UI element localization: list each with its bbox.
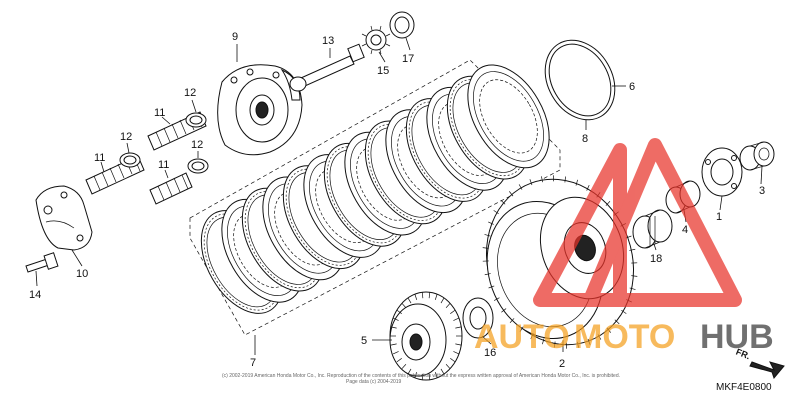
callout-17: 17	[402, 53, 414, 65]
watermark-logo: AUTO MOTO HUB	[474, 138, 774, 356]
diagram-code: MKF4E0800	[716, 382, 772, 393]
leader-lines	[35, 37, 763, 355]
callout-14: 14	[29, 289, 41, 301]
callout-16: 16	[484, 347, 496, 359]
watermark-text-moto: MOTO	[574, 318, 675, 356]
copyright-line-1: (c) 2002-2019 American Honda Motor Co., …	[222, 373, 620, 379]
callout-13: 13	[322, 35, 334, 47]
needle-bearing-part	[632, 209, 673, 249]
washer-part-12c	[187, 158, 209, 174]
thrust-washer-part	[462, 297, 494, 339]
callout-5: 5	[361, 335, 367, 347]
callout-3: 3	[759, 185, 765, 197]
callout-9: 9	[232, 31, 238, 43]
callout-1: 1	[716, 211, 722, 223]
callout-12c: 12	[191, 139, 203, 151]
callout-10: 10	[76, 268, 88, 280]
clutch-center-part	[389, 291, 463, 381]
watermark-text-auto: AUTO	[474, 318, 570, 356]
washer-part-12b	[119, 152, 141, 168]
collar-part-3	[739, 141, 775, 171]
callout-11c: 11	[158, 159, 169, 171]
callout-7: 7	[250, 357, 256, 369]
washer-part-17	[389, 11, 415, 39]
callout-8: 8	[582, 133, 588, 145]
callout-11b: 11	[94, 152, 105, 164]
judder-spring-part	[544, 39, 616, 121]
bearing-part	[361, 25, 391, 55]
callout-2: 2	[559, 358, 565, 370]
callout-15: 15	[377, 65, 389, 77]
callout-12b: 12	[120, 131, 132, 143]
oil-pump-drive-sprocket-part	[701, 147, 743, 197]
bracket-part	[35, 185, 93, 251]
copyright-line-2: Page data (c) 2004-2019	[346, 379, 402, 385]
callout-11a: 11	[154, 107, 165, 119]
pressure-plate-part	[217, 64, 303, 156]
callout-18: 18	[650, 253, 662, 265]
steel-plate	[467, 64, 550, 169]
bolt-part	[25, 252, 59, 273]
callout-4: 4	[682, 224, 688, 236]
clutch-plate-stack	[189, 59, 561, 336]
callout-12a: 12	[184, 87, 196, 99]
washer-part-12a	[185, 112, 207, 128]
callout-6: 6	[629, 81, 635, 93]
callout-labels: 1 2 3 4 5 6 7 8 9 10 11 11 11 12 12 12 1…	[29, 31, 765, 370]
watermark-text-hub: HUB	[700, 318, 774, 356]
lifter-rod-part	[289, 43, 365, 92]
clutch-spring-part-c	[149, 172, 193, 205]
